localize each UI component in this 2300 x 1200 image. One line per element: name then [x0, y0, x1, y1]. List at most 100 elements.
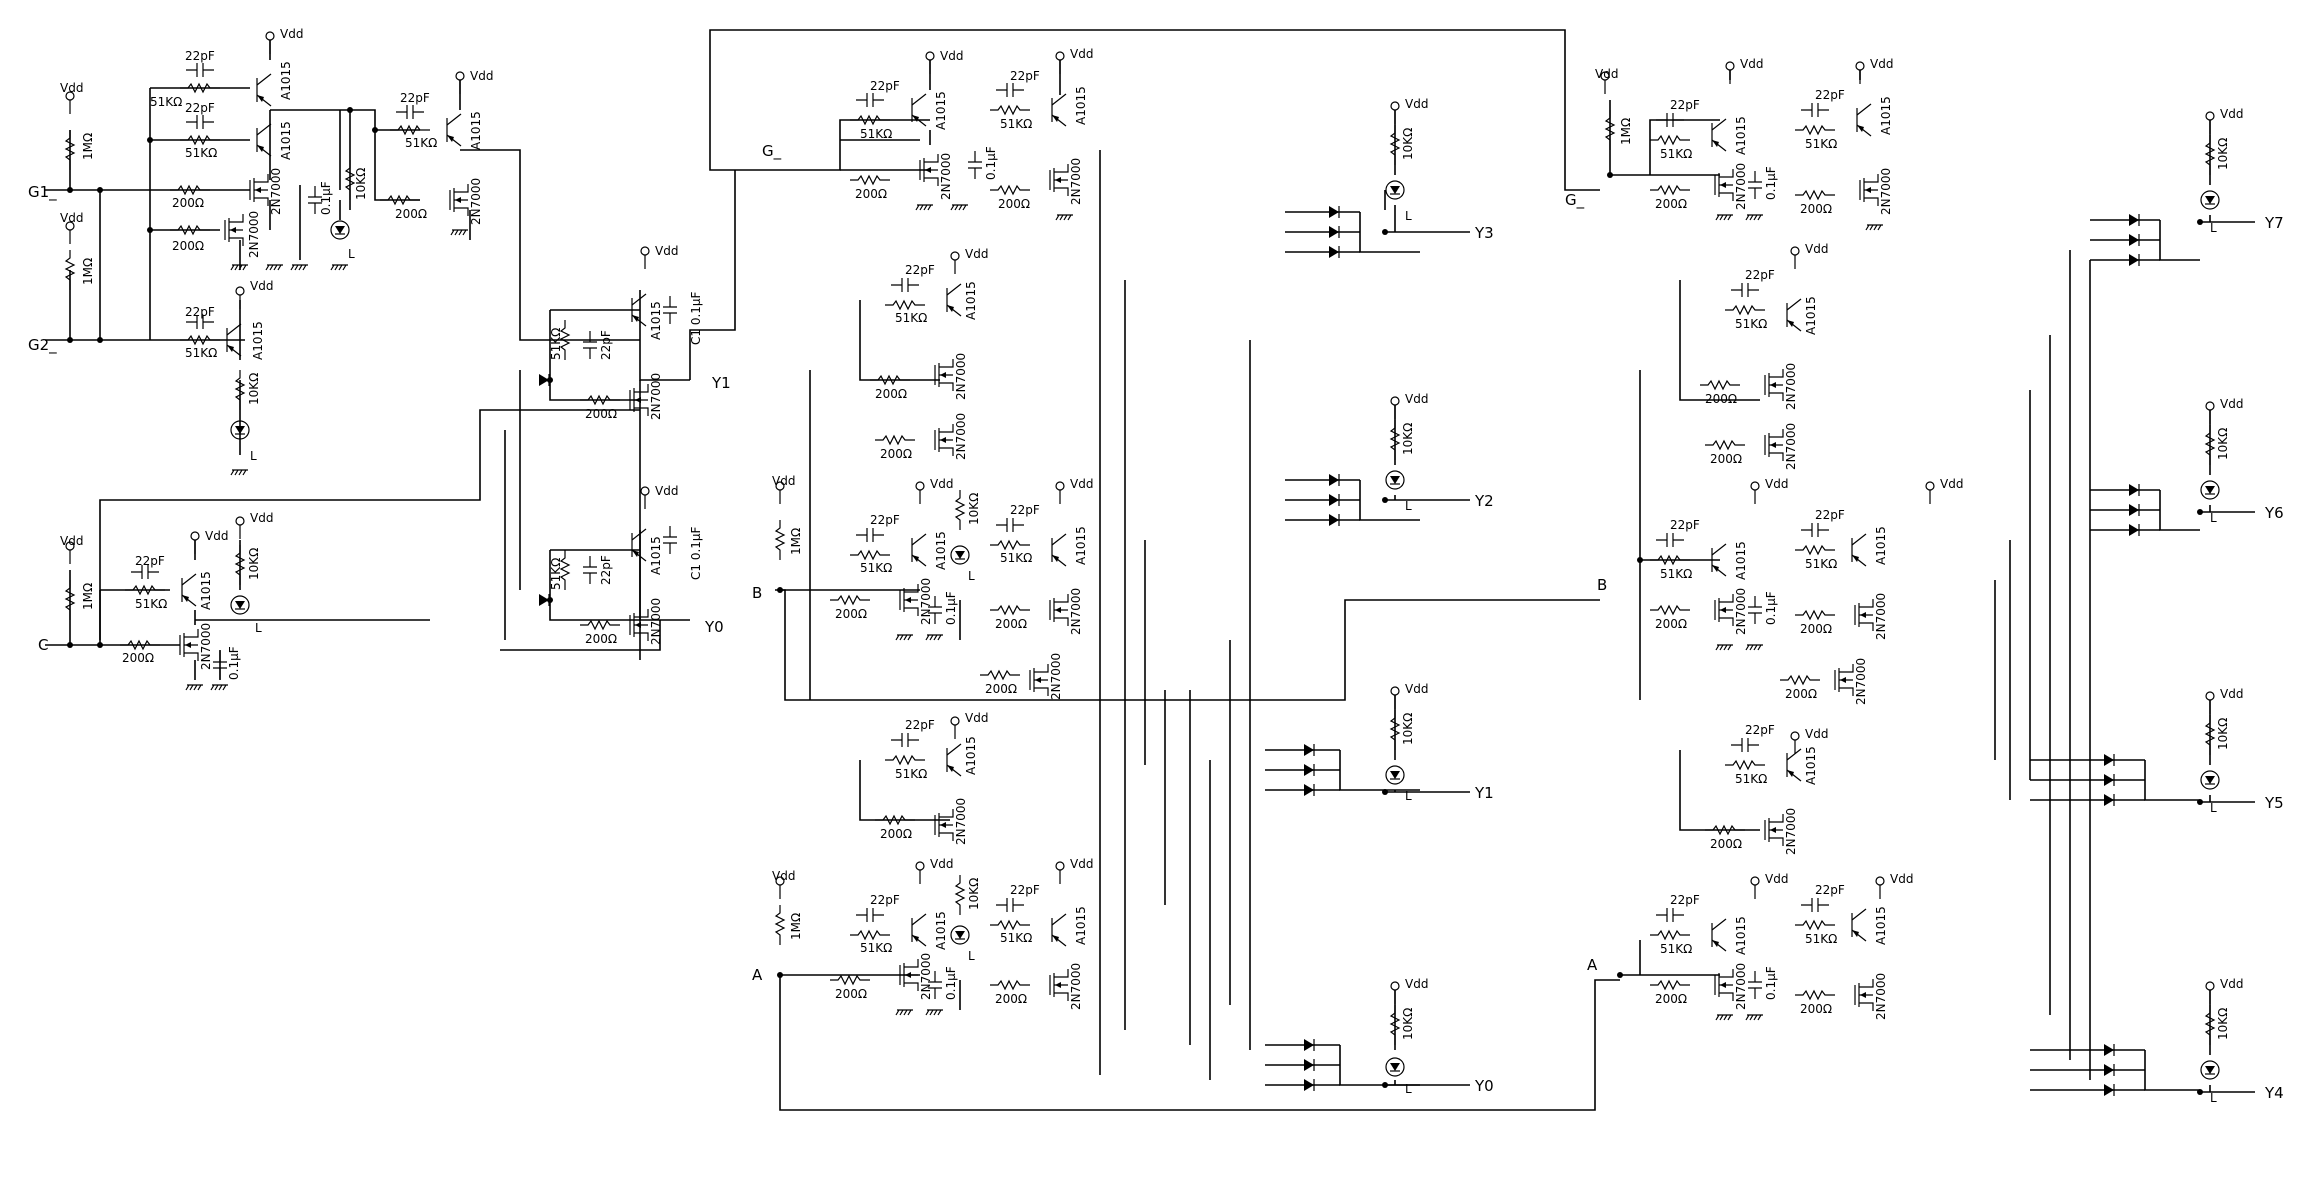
rt-mos-l4: 2N7000: [1784, 423, 1798, 470]
mid-51k-4: 51KΩ: [860, 561, 892, 575]
rt-nmos-2: [1859, 173, 1879, 207]
input-a-right: A: [1587, 956, 1598, 974]
rt-res-200-5: [1649, 605, 1691, 615]
rt-cap-22p-6: [1730, 737, 1760, 753]
rt-vdd-5: [1750, 481, 1760, 505]
input-a-mid: A: [752, 966, 763, 984]
rt-bjt-l1: A1015: [1734, 116, 1748, 155]
mosfet-c: [179, 628, 199, 662]
enable-bjt-3: A1015: [251, 321, 265, 360]
rt-cap-22p-7: [1655, 907, 1685, 923]
mid-22p-2: 22pF: [1010, 69, 1040, 83]
vdd-symbol-c-3: [235, 516, 245, 540]
output-y4: Y4: [2264, 1084, 2284, 1102]
diode-y5-1: [2103, 753, 2115, 767]
rt-nmos-3: [1764, 368, 1784, 402]
bjt-a1015-2: [256, 123, 272, 157]
mosfet-2n7000-1: [249, 173, 269, 207]
rt-res-51k-8: [1794, 920, 1836, 930]
mid-vdd-10: [1055, 861, 1065, 885]
rt-vdd-l9: Vdd: [1890, 872, 1913, 886]
y1-left-bjt: A1015: [649, 301, 663, 340]
rt-cap-22p-5: [1800, 522, 1830, 538]
enable-led-node-1: L: [348, 247, 355, 261]
left-output-y1: Y1: [711, 374, 731, 392]
led-y7-icon: [2200, 190, 2220, 210]
mid-res-200-5: [829, 595, 871, 605]
vdd-label-y7: Vdd: [2220, 107, 2243, 121]
enable-cap-1: 22pF: [185, 49, 215, 63]
vdd-label-y1: Vdd: [1405, 682, 1428, 696]
mid-vdd-l3: Vdd: [965, 247, 988, 261]
mid-mos-l6: 2N7000: [1069, 588, 1083, 635]
mosfet-2n7000-3: [449, 183, 469, 217]
rt-res-200-10: [1794, 990, 1836, 1000]
enable-res-51k-2: 51KΩ: [185, 146, 217, 160]
enable-cap-2: 22pF: [185, 101, 215, 115]
output-y5: Y5: [2264, 794, 2284, 812]
mid-res-51k-6: [884, 755, 926, 765]
mid-nmos-2: [1049, 163, 1069, 197]
output-y1: Y1: [1474, 784, 1494, 802]
mid-cap-dec-1: [967, 150, 983, 180]
y0-left-22p: 22pF: [599, 555, 613, 585]
rt-res-200-3: [1699, 380, 1741, 390]
led-node-label-y3: L: [1405, 209, 1412, 223]
res-label-y1: 10KΩ: [1401, 713, 1415, 745]
vdd-label-y0: Vdd: [1405, 977, 1428, 991]
led-node-label-y7: L: [2210, 221, 2217, 235]
diode-or-y0: [1265, 1044, 1470, 1086]
rt-nmos-6: [1854, 598, 1874, 632]
cap-y1-left-c1: [662, 295, 678, 325]
mid-mos-l7: 2N7000: [1049, 653, 1063, 700]
mid-bjt-5: [1051, 533, 1067, 567]
output-terminals: Y3 Y2 Y1 Y0 Y7 Y6 Y5 Y4 Y1 Y0: [704, 214, 2284, 1102]
rt-bjt-l3: A1015: [1804, 296, 1818, 335]
mid-res-200-2: [989, 185, 1031, 195]
vdd-symbol-top-c: [455, 71, 465, 95]
mid-22p-3: 22pF: [905, 263, 935, 277]
mid-10k-b: 10KΩ: [967, 493, 981, 525]
rt-bjt-6: [1786, 748, 1802, 782]
rt-22p-8: 22pF: [1815, 883, 1845, 897]
mid-cap-22p-6: [890, 732, 920, 748]
diode-y1-2: [1303, 763, 1315, 777]
res-label-y3: 10KΩ: [1401, 128, 1415, 160]
mid-22p-5: 22pF: [1010, 503, 1040, 517]
enable-res-1m-1: 1MΩ: [81, 133, 95, 160]
mid-22p-8: 22pF: [1010, 883, 1040, 897]
rt-cap-22p-8: [1800, 897, 1830, 913]
enable-bjt-1: A1015: [279, 61, 293, 100]
diode-y2-1: [1328, 473, 1340, 487]
y0-left-bjt: A1015: [649, 536, 663, 575]
enable-bjt-4: A1015: [469, 111, 483, 150]
rt-mos-l10: 2N7000: [1874, 973, 1888, 1020]
rt-vdd-7: [1790, 731, 1800, 755]
mid-51k-3: 51KΩ: [895, 311, 927, 325]
mid-cap-22p-5: [995, 517, 1025, 533]
diode-y6-2: [2128, 503, 2140, 517]
mid-nmos-3: [934, 358, 954, 392]
rt-res-200-6: [1794, 610, 1836, 620]
vdd-label-y5: Vdd: [2220, 687, 2243, 701]
mid-mos-l3: 2N7000: [954, 353, 968, 400]
rt-bjt-5: [1851, 533, 1867, 567]
bjt-y0-left: [631, 528, 647, 562]
rt-22p-1: 22pF: [1670, 98, 1700, 112]
mid-1m-a: 1MΩ: [789, 913, 803, 940]
mid-bjt-l3: A1015: [964, 281, 978, 320]
mid-51k-8: 51KΩ: [1000, 931, 1032, 945]
res-label-y6: 10KΩ: [2216, 428, 2230, 460]
rt-200-10: 200Ω: [1800, 1002, 1832, 1016]
ground-e4: [330, 264, 349, 271]
vdd-symbol-g2: [65, 221, 75, 245]
led-y5-icon: [2200, 770, 2220, 790]
mid-200-4: 200Ω: [880, 447, 912, 461]
rt-51k-8: 51KΩ: [1805, 932, 1837, 946]
c-res-200: 200Ω: [122, 651, 154, 665]
enable-cap-4: 22pF: [400, 91, 430, 105]
mid-led-node-a: L: [968, 949, 975, 963]
mid-bjt-7: [911, 913, 927, 947]
y0-left-200: 200Ω: [585, 632, 617, 646]
rt-51k-7: 51KΩ: [1660, 942, 1692, 956]
